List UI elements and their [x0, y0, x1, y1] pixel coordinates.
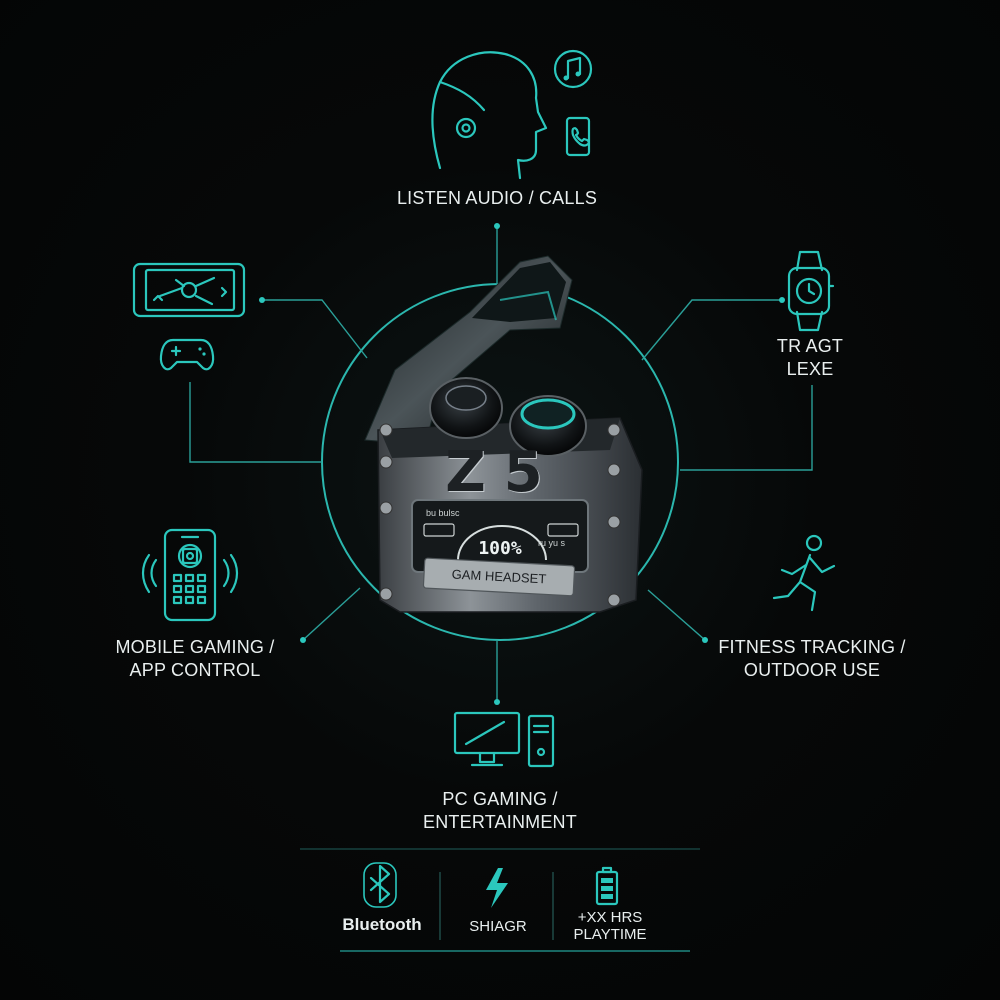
screen-right-text: ru yu s — [538, 538, 566, 548]
screen-left-text: bu bulsc — [426, 508, 460, 518]
desktop-pc-icon — [453, 711, 555, 768]
head-earbud-icon — [431, 51, 548, 180]
spec-playtime-line1: +XX HRS — [577, 909, 643, 926]
spec-charge-label: SHIAGR — [469, 918, 527, 935]
spec-playtime-line2: PLAYTIME — [573, 926, 647, 943]
battery-readout: 100% — [478, 538, 522, 559]
feature-mobile-gaming-line1: MOBILE GAMING / — [115, 637, 275, 657]
feature-fitness-line2: OUTDOOR USE — [743, 660, 881, 680]
music-note-icon — [553, 49, 593, 89]
feature-pc-gaming-line1: PC GAMING / — [442, 789, 558, 809]
feature-fitness-line1: FITNESS TRACKING / — [718, 637, 906, 657]
lightning-icon — [486, 868, 508, 908]
battery-icon — [595, 866, 619, 906]
feature-pc-gaming-line2: ENTERTAINMENT — [423, 812, 577, 832]
feature-right-upper-label: TR AGT LEXE — [760, 335, 860, 381]
smartphone-game-icon — [132, 262, 246, 318]
feature-right-upper-line1: TR AGT — [776, 336, 844, 356]
feature-pc-gaming-label: PC GAMING / ENTERTAINMENT — [390, 788, 610, 834]
feature-fitness-label: FITNESS TRACKING / OUTDOOR USE — [707, 636, 917, 682]
feature-right-upper-line2: LEXE — [786, 359, 834, 379]
spec-bluetooth-label: Bluetooth — [342, 915, 422, 934]
product-logo: Z5 — [445, 440, 561, 505]
spec-playtime-label: +XX HRS PLAYTIME — [562, 909, 658, 943]
smartwatch-icon — [787, 250, 835, 332]
gamepad-icon — [159, 338, 215, 371]
feature-mobile-gaming-line2: APP CONTROL — [129, 660, 261, 680]
feature-listen-text: LISTEN AUDIO / CALLS — [396, 188, 598, 208]
phone-call-icon — [565, 116, 591, 157]
bluetooth-icon — [363, 862, 397, 908]
feature-listen-label: LISTEN AUDIO / CALLS — [347, 187, 647, 210]
running-icon — [772, 534, 836, 612]
feature-mobile-gaming-label: MOBILE GAMING / APP CONTROL — [100, 636, 290, 682]
phone-app-icon — [141, 528, 239, 622]
